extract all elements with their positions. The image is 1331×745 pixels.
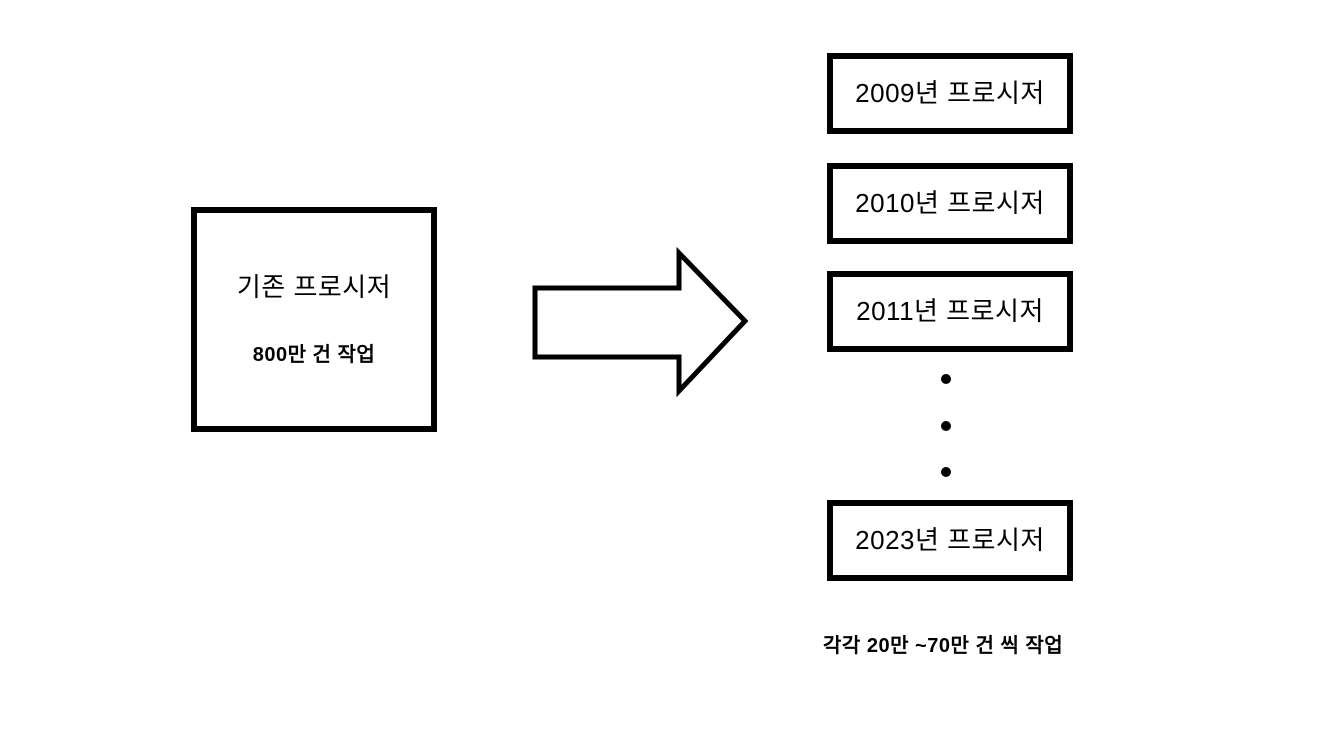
target-procedure-label: 2023년 프로시저 bbox=[855, 524, 1045, 555]
target-workload-caption: 각각 20만 ~70만 건 씩 작업 bbox=[823, 635, 1064, 657]
right-block-arrow-icon bbox=[527, 245, 751, 398]
target-procedure-label: 2011년 프로시저 bbox=[856, 295, 1044, 326]
ellipsis-dot bbox=[941, 467, 951, 477]
ellipsis-dot bbox=[941, 421, 951, 431]
target-procedure-box-2010: 2010년 프로시저 bbox=[827, 163, 1073, 244]
target-procedure-box-2009: 2009년 프로시저 bbox=[827, 53, 1073, 134]
target-procedure-label: 2010년 프로시저 bbox=[855, 187, 1045, 218]
source-procedure-workload: 800만 건 작업 bbox=[252, 344, 376, 367]
target-procedure-box-2011: 2011년 프로시저 bbox=[827, 271, 1073, 352]
target-procedure-label: 2009년 프로시저 bbox=[855, 77, 1045, 108]
vertical-ellipsis-icon bbox=[941, 371, 955, 483]
target-procedure-box-2023: 2023년 프로시저 bbox=[827, 500, 1073, 581]
ellipsis-dot bbox=[941, 374, 951, 384]
source-procedure-box: 기존 프로시저 800만 건 작업 bbox=[191, 207, 437, 432]
source-procedure-title: 기존 프로시저 bbox=[236, 271, 392, 302]
